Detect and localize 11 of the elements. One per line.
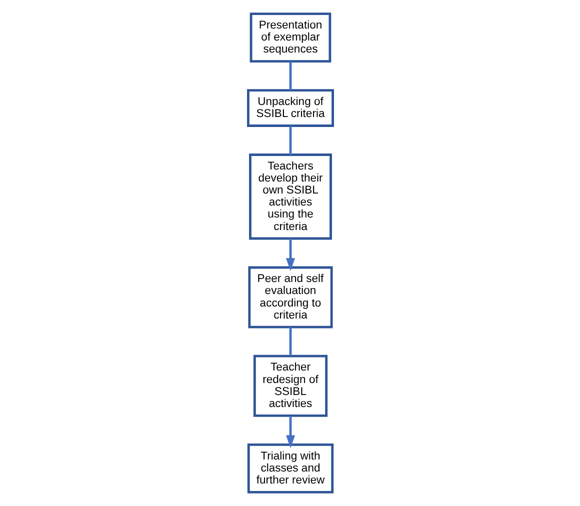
arrow <box>285 416 295 448</box>
node-box: Peer and self evaluation according to criteria <box>248 266 332 328</box>
node-box: Unpacking of SSIBL criteria <box>246 89 334 127</box>
node-box: Trialing with classes and further review <box>246 443 334 494</box>
node-box: Teachers develop their own SSIBL activities using the criteria <box>248 154 332 240</box>
node-box: Teacher redesign of SSIBL activities <box>252 354 328 417</box>
connector <box>288 62 292 90</box>
arrow <box>285 238 295 272</box>
connector <box>288 126 292 155</box>
node-box: Presentation of exemplar sequences <box>249 12 331 63</box>
connector <box>288 327 292 356</box>
